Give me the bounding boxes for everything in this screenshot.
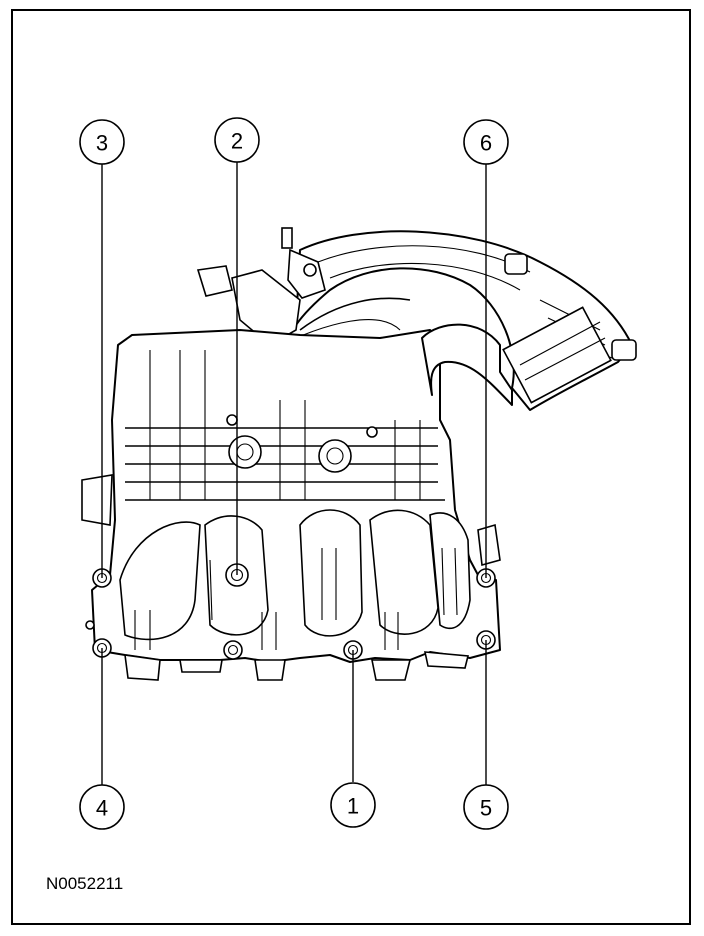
callout-4-label: 4 xyxy=(96,796,108,821)
side-tab xyxy=(81,474,113,526)
port-nipple xyxy=(504,253,528,275)
callout-5-label: 5 xyxy=(480,796,492,821)
callout-4: 4 xyxy=(79,784,125,830)
callout-5: 5 xyxy=(463,784,509,830)
callout-2-label: 2 xyxy=(231,129,243,154)
callout-2: 2 xyxy=(214,117,260,163)
outlet-nipple xyxy=(611,339,637,361)
callout-1: 1 xyxy=(330,782,376,828)
callout-leaders xyxy=(101,162,487,785)
callout-3-label: 3 xyxy=(96,131,108,156)
vacuum-fitting xyxy=(196,265,233,297)
tube-arch xyxy=(421,323,513,406)
callout-1-label: 1 xyxy=(347,794,359,819)
intake-manifold xyxy=(81,227,637,681)
boss-right xyxy=(318,439,352,473)
boss-left xyxy=(228,435,262,469)
callout-3: 3 xyxy=(79,119,125,165)
callout-6-label: 6 xyxy=(480,131,492,156)
callout-6: 6 xyxy=(463,119,509,165)
intake-runners xyxy=(119,509,471,650)
bolt-holes xyxy=(85,563,496,660)
plenum-ribs xyxy=(125,350,445,501)
stud xyxy=(281,227,293,249)
figure-id-label: N0052211 xyxy=(46,874,124,893)
